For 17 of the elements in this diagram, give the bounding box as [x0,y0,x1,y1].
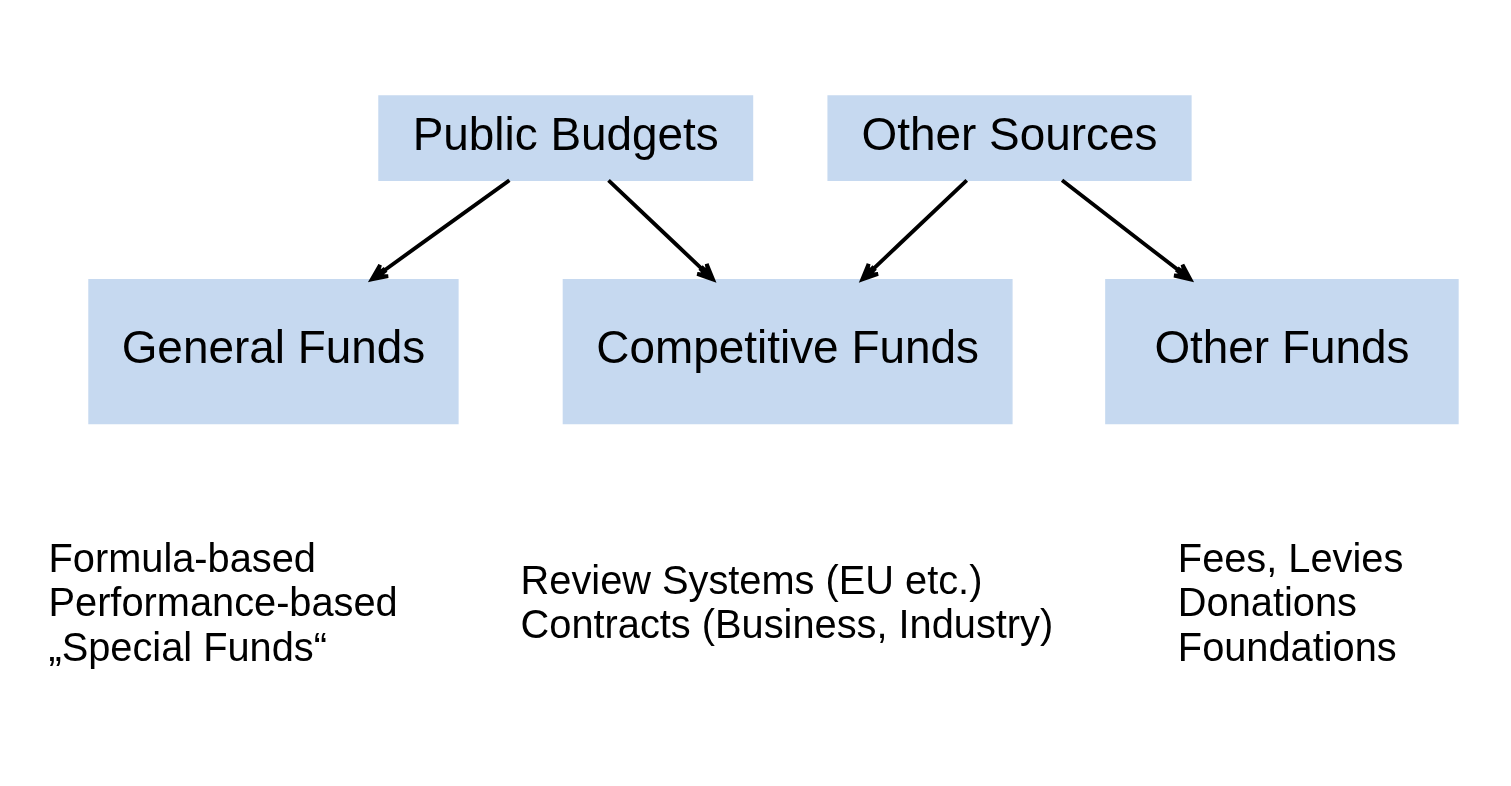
node-box: Other Funds [1105,279,1459,425]
node-label: „Special Funds“ [48,624,327,669]
node-box: Competitive Funds [562,279,1013,425]
node-label: Review Systems (EU etc.) [520,557,983,602]
node-label: Formula-based [48,535,316,580]
node-label: Donations [1177,580,1357,625]
node-box: Public Budgets [378,95,754,182]
arrow [1060,178,1193,282]
node-label: Fees, Levies [1177,535,1404,580]
node-label: Foundations [1177,624,1397,669]
node-box: Other Sources [827,95,1192,182]
node-label: Performance-based [48,580,398,625]
node-box: General Funds [88,279,459,425]
node-label: Contracts (Business, Industry) [520,602,1054,647]
arrow [860,178,969,282]
arrow [369,178,511,282]
arrow [607,178,715,282]
